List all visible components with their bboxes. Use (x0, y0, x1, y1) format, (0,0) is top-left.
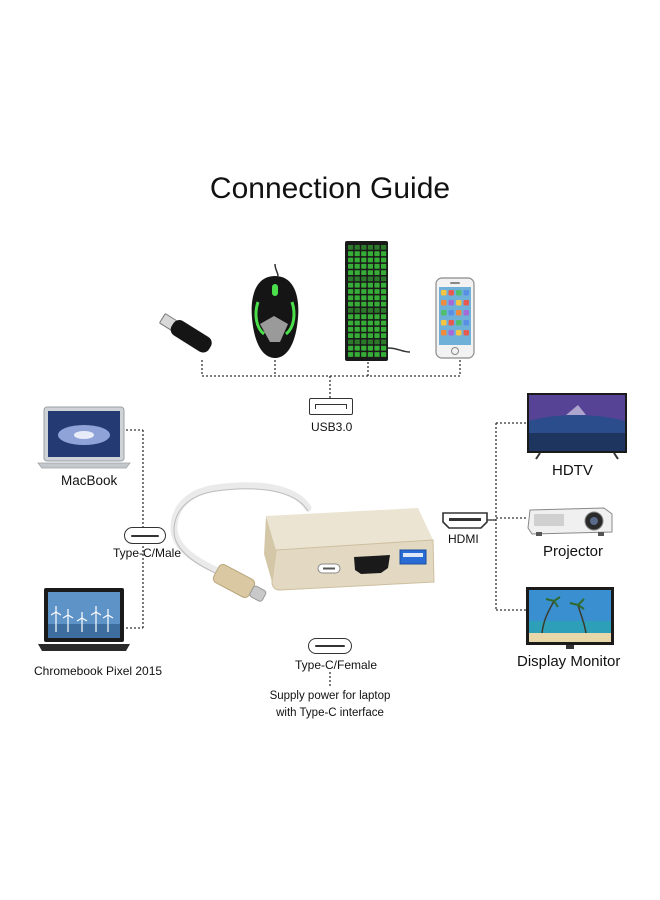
usb-flash-drive-icon (159, 313, 212, 353)
hdtv-label: HDTV (552, 462, 593, 479)
type-c-female-label: Type-C/Female (295, 658, 378, 672)
backlit-keyboard-icon (345, 241, 410, 361)
hdmi-label: HDMI (448, 532, 479, 546)
macbook-icon (37, 406, 131, 469)
power-note: Supply power for laptop with Type-C inte… (250, 688, 410, 722)
gaming-mouse-icon (251, 263, 299, 358)
usb-3-port-icon (309, 398, 353, 415)
type-c-male-label: Type-C/Male (113, 546, 182, 560)
type-c-female-port-icon (308, 638, 352, 654)
hdmi-port-icon (442, 512, 488, 529)
chromebook-icon (38, 588, 130, 651)
display-monitor-label: Display Monitor (517, 653, 621, 670)
display-monitor-icon (526, 587, 614, 649)
projector-label: Projector (543, 543, 604, 560)
smartphone-icon (435, 277, 475, 359)
macbook-label: MacBook (61, 473, 118, 488)
type-c-male-port-icon (124, 527, 166, 544)
page-title: Connection Guide (209, 172, 451, 205)
projector-icon (527, 507, 613, 536)
power-note-line-2: with Type-C interface (276, 707, 384, 719)
usb-port-label: USB3.0 (311, 420, 353, 434)
power-note-line-1: Supply power for laptop (269, 690, 391, 702)
usb-c-multiport-adapter (170, 482, 435, 602)
hdtv-icon (527, 393, 627, 460)
chromebook-label: Chromebook Pixel 2015 (34, 664, 163, 678)
